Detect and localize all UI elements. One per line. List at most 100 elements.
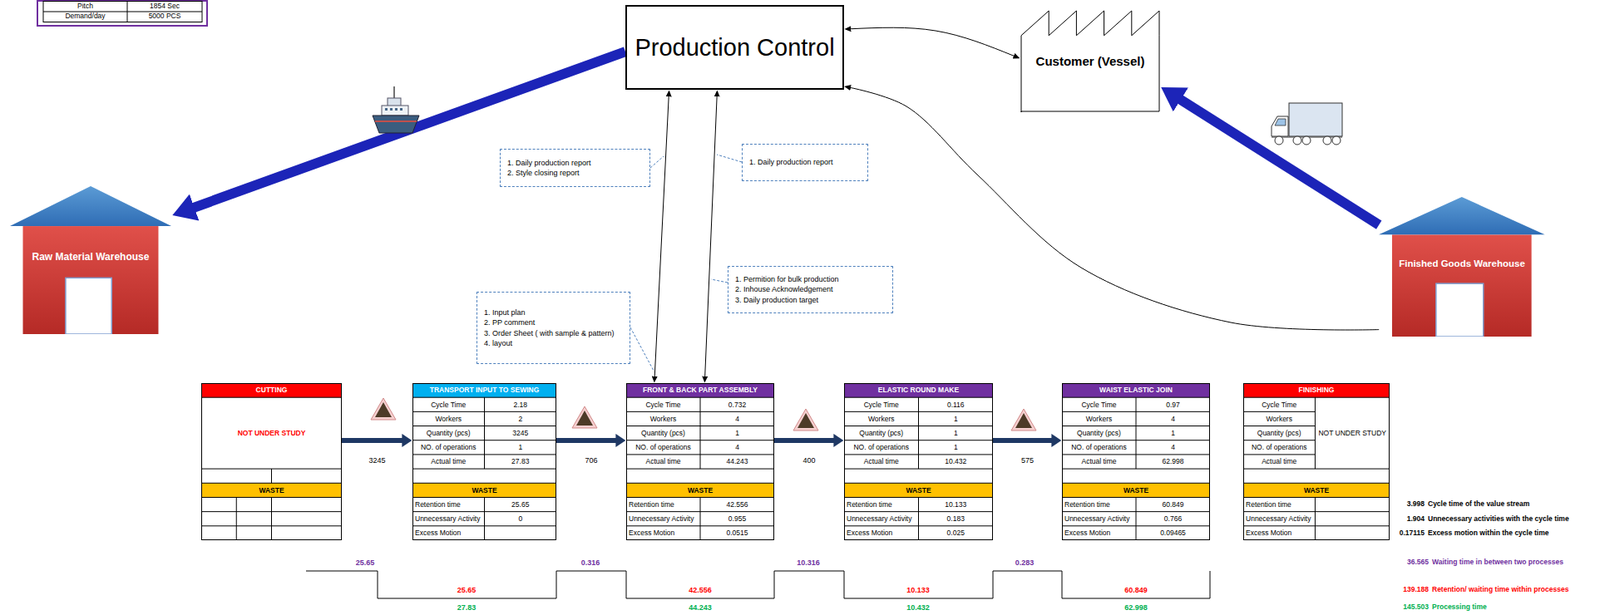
note-leaders (630, 154, 742, 371)
metric-value: 1 (700, 426, 775, 441)
shipment-arrow (1180, 98, 1380, 225)
process-header (1061, 383, 1210, 398)
metric-label: Unnecessary Activity (412, 512, 485, 527)
summary-value: 3.998 (1407, 500, 1425, 509)
metric-value: 1 (484, 440, 558, 455)
customer-factory: Customer (Vessel) (1020, 9, 1161, 113)
process-box: FINISHINGCycle TimeWorkersQuantity (pcs)… (1243, 383, 1390, 541)
leader-line (630, 327, 654, 371)
metric-label: Excess Motion (626, 526, 701, 541)
warehouse-name: Finished Goods Warehouse (1392, 246, 1532, 281)
process-header (626, 383, 775, 398)
waste-header: WASTE (412, 483, 557, 498)
info-table (43, 1, 203, 23)
warehouse-door (65, 277, 112, 335)
metric-value: 0.09465 (1135, 526, 1210, 541)
table-rule (43, 11, 203, 13)
metric-label: Cycle Time (844, 397, 919, 412)
push-arrow (774, 438, 835, 444)
metric-value: 4 (1135, 411, 1210, 426)
timeline-value: 10.316 (796, 558, 820, 568)
grid-line (483, 497, 485, 541)
summary-value: 1.904 (1407, 515, 1425, 524)
waste-header: WASTE (1061, 483, 1210, 498)
inventory-quantity: 400 (802, 456, 815, 465)
info-flow (850, 87, 1380, 331)
info-note: 1. Permition for bulk production2. Inhou… (727, 266, 894, 314)
customer-name: Customer (Vessel) (1020, 35, 1161, 88)
metric-label: NO. of operations (1243, 440, 1315, 455)
metric-value: 3245 (484, 426, 558, 441)
metric-value: 0.116 (918, 397, 994, 412)
metric-label: Workers (1061, 411, 1136, 426)
metric-value: 2 (484, 411, 558, 426)
summary-text: Retention/ waiting time within processes (1432, 586, 1569, 595)
metric-value: 4 (700, 411, 775, 426)
metric-label: Quantity (pcs) (1243, 426, 1315, 441)
metric-value: 1 (918, 411, 994, 426)
grid-line (1135, 397, 1137, 470)
warehouse-roof (1378, 197, 1546, 235)
waste-band (1061, 483, 1210, 498)
grid-line (1243, 511, 1390, 513)
truck-icon (1271, 103, 1343, 145)
info-flow (705, 96, 717, 377)
metric-label: Actual time (626, 454, 701, 470)
metric-label: Quantity (pcs) (626, 426, 701, 441)
process-border (202, 384, 342, 541)
grid-line (483, 397, 485, 470)
timeline-value: 44.243 (688, 603, 712, 613)
metric-label: Excess Motion (1243, 526, 1315, 541)
metric-label: Retention time (1243, 497, 1315, 512)
metric-label: Actual time (844, 454, 919, 470)
push-arrow (341, 438, 403, 444)
process-title: CUTTING (201, 383, 342, 398)
grid-line (201, 397, 342, 399)
grid-line (1314, 497, 1316, 541)
leader-line (716, 154, 742, 163)
inventory-triangle (370, 398, 396, 420)
summary-value: 145.503 (1402, 603, 1429, 613)
metric-value: 42.556 (700, 497, 775, 512)
metric-label: Workers (412, 411, 485, 426)
control-box: Production Control (625, 4, 845, 90)
note-line: 1. Daily production report (749, 157, 861, 168)
process-header (412, 383, 557, 398)
metric-label: NO. of operations (626, 440, 701, 455)
metric-value: 27.83 (484, 454, 558, 470)
metric-label: Retention time (412, 497, 485, 512)
metric-label: Cycle Time (1061, 397, 1136, 412)
summary-text: Excess motion within the cycle time (1427, 529, 1550, 539)
note-line: 4. layout (483, 338, 623, 349)
waste-band (1243, 483, 1390, 498)
inventory-quantity: 706 (584, 456, 598, 465)
warehouse-name: Raw Material Warehouse (23, 239, 159, 276)
metric-label: Retention time (844, 497, 919, 512)
metric-label: Cycle Time (412, 397, 485, 412)
timeline-value: 0.283 (1015, 558, 1035, 568)
process-box: TRANSPORT INPUT TO SEWINGCycle Time2.18W… (412, 383, 557, 541)
process-box: FRONT & BACK PART ASSEMBLYCycle Time0.73… (626, 383, 775, 541)
metric-label: Excess Motion (1061, 526, 1136, 541)
metric-value: 10.133 (918, 497, 994, 512)
warehouse-roof (9, 186, 172, 227)
note-line: 1. Permition for bulk production (735, 274, 886, 285)
process-title: WAIST ELASTIC JOIN (1061, 383, 1210, 398)
metric-value: 60.849 (1135, 497, 1210, 512)
metric-label: Excess Motion (412, 526, 485, 541)
grid-line (700, 397, 702, 470)
metric-value: 44.243 (700, 454, 775, 470)
metric-label: Actual time (412, 454, 485, 470)
timeline-value: 62.998 (1124, 603, 1148, 613)
metric-value: 0.0515 (700, 526, 775, 541)
metric-label: Cycle Time (626, 397, 701, 412)
timeline-value: 10.432 (906, 603, 930, 613)
factory-outline (1021, 10, 1160, 113)
metric-label: Excess Motion (844, 526, 919, 541)
timeline-ladder (306, 571, 1210, 599)
metric-value: 0.025 (918, 526, 994, 541)
process-header (1243, 383, 1390, 398)
metric-value: 0.183 (918, 512, 994, 527)
grid-line (1243, 525, 1390, 527)
